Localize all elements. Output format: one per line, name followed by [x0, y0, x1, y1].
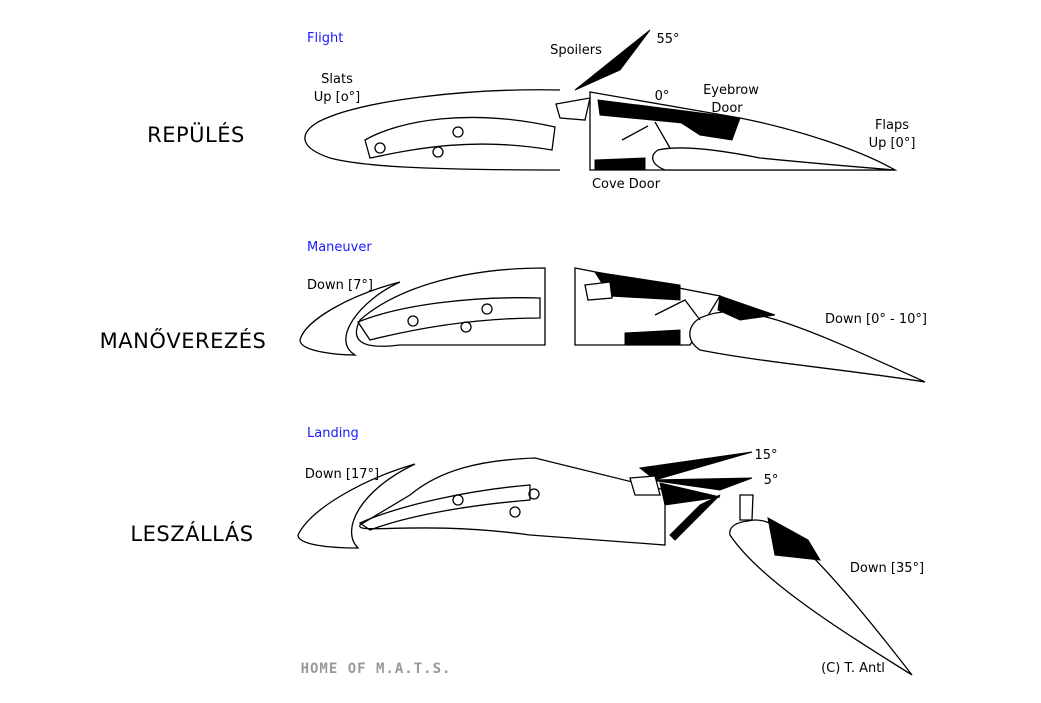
- slats-position-label: Down [17°]: [305, 467, 379, 482]
- cove-door-label: Cove Door: [592, 177, 661, 192]
- spoiler-15: [638, 451, 753, 481]
- spoiler-hinge: [555, 97, 591, 121]
- section-title-hu: LESZÁLLÁS: [130, 521, 253, 546]
- airfoil-flight: [304, 29, 898, 171]
- slats-position-label: Up [o°]: [314, 90, 361, 105]
- landing-section: LESZÁLLÁS Landing Down [17°] 15° 5° Down…: [130, 426, 924, 676]
- slats-position-label: Down [7°]: [307, 278, 373, 293]
- eyebrow-label: Eyebrow: [703, 83, 759, 98]
- maneuver-section: MANŐVEREZÉS Maneuver Down [7°] Down [0° …: [100, 240, 927, 383]
- airfoil-landing: [297, 451, 913, 676]
- roller-icon: [481, 303, 493, 315]
- section-title-en: Maneuver: [307, 240, 372, 255]
- section-title-en: Landing: [307, 426, 359, 441]
- roller-icon: [452, 494, 464, 506]
- spoilers-label: Spoilers: [550, 43, 602, 58]
- spoiler-raised: [574, 29, 651, 91]
- section-title-hu: REPÜLÉS: [147, 122, 245, 147]
- pinion-gear-icon: [509, 506, 521, 518]
- flight-section: REPÜLÉS Flight Slats Up [o°] Spoilers 55…: [147, 29, 916, 192]
- pinion-gear-icon: [432, 146, 444, 158]
- slats-label: Slats: [321, 72, 353, 87]
- flaps-label: Flaps: [875, 118, 909, 133]
- roller-icon: [528, 488, 540, 500]
- door-label: Door: [711, 101, 743, 116]
- copyright-text: (C) T. Antl: [821, 661, 885, 676]
- airfoil-maneuver: [299, 267, 926, 383]
- spoiler-5: [649, 477, 753, 491]
- spoiler-max-angle: 55°: [656, 32, 679, 47]
- spoiler-min-angle: 0°: [655, 89, 670, 104]
- roller-icon: [452, 126, 464, 138]
- spoiler-angle-label: 5°: [764, 473, 779, 488]
- eyebrow-door: [678, 117, 741, 141]
- flap-down: [729, 519, 913, 676]
- home-of-mats-link[interactable]: HOME OF M.A.T.S.: [301, 661, 452, 677]
- flaps-position-label: Down [35°]: [850, 561, 924, 576]
- section-title-en: Flight: [307, 31, 343, 46]
- cove-door: [594, 157, 646, 171]
- spoiler-angle-label: 15°: [754, 448, 777, 463]
- roller-icon: [407, 315, 419, 327]
- flaps-position-label: Up [0°]: [869, 136, 916, 151]
- pinion-gear-icon: [460, 321, 472, 333]
- section-title-hu: MANŐVEREZÉS: [100, 328, 267, 353]
- flaps-position-label: Down [0° - 10°]: [825, 312, 927, 327]
- roller-icon: [374, 142, 386, 154]
